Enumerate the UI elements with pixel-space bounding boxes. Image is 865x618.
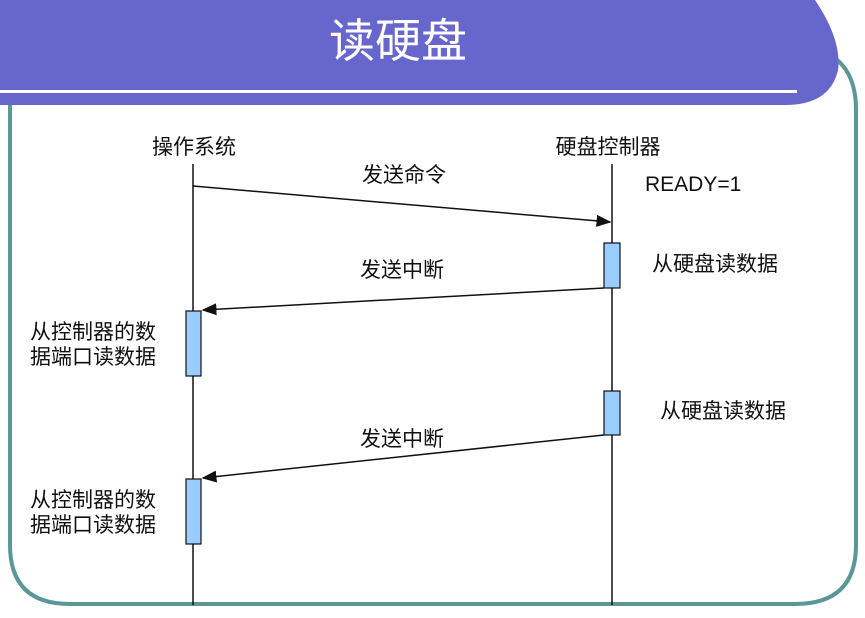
disk-read-note-2: 从硬盘读数据 [660,399,786,423]
os-read-note-2-line1: 从控制器的数 [30,488,156,512]
os-activation-2 [185,478,202,545]
controller-activation-1 [603,242,621,289]
interrupt-label-1: 发送中断 [360,258,444,282]
send-command-arrow [192,185,612,227]
send-command-label: 发送命令 [362,163,446,187]
title-banner [0,0,839,105]
disk-read-note-1: 从硬盘读数据 [652,252,778,276]
interrupt-label-2: 发送中断 [360,427,444,451]
interrupt-arrow-2 [201,434,605,483]
participant-os: 操作系统 [152,135,236,159]
title-underline [0,90,797,93]
interrupt-arrow-1 [201,287,605,316]
os-read-note-1-line1: 从控制器的数 [30,320,156,344]
ready-status: READY=1 [645,173,741,196]
os-read-note-1-line2: 据端口读数据 [30,345,156,369]
controller-activation-2 [603,390,621,436]
page-title: 读硬盘 [329,14,467,68]
os-activation-1 [185,310,202,377]
os-read-note-2-line2: 据端口读数据 [30,513,156,537]
participant-controller: 硬盘控制器 [556,135,661,159]
slide-frame [8,53,858,606]
